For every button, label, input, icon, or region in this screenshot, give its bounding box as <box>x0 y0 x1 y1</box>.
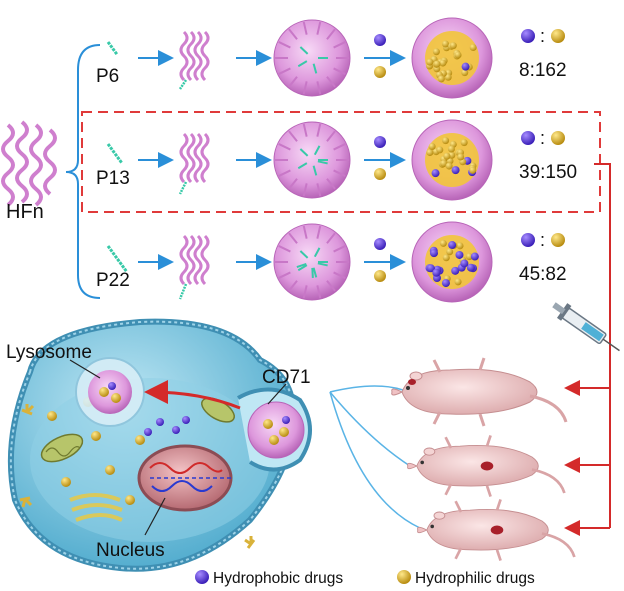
hydrophilic-drug-icon <box>374 66 386 78</box>
golgi-icon <box>69 493 123 522</box>
peptide-chain-icon <box>106 41 119 55</box>
ratio-hydrophobic-icon <box>521 131 535 145</box>
lysosome-label: Lysosome <box>6 342 92 363</box>
nucleus-icon <box>137 444 233 512</box>
drug-ratio-value: 8:162 <box>519 60 567 81</box>
cell-mouse-connectors <box>329 385 421 529</box>
peptide-chain-icon <box>106 245 128 273</box>
ratio-hydrophilic-icon <box>551 233 565 247</box>
hydrophobic-legend-label: Hydrophobic drugs <box>213 570 343 587</box>
row-3: P22: 45:82 <box>96 221 567 303</box>
receptor-icon <box>19 404 256 549</box>
hydrophobic-legend-swatch <box>195 570 209 584</box>
hfn-label: HFn <box>6 201 44 223</box>
legend: Hydrophobic drugs Hydrophilic drugs <box>195 570 535 587</box>
ratio-colon: : <box>540 230 545 250</box>
lysosome-icon <box>75 357 145 427</box>
fusion-subunit-icon <box>178 234 210 300</box>
hfn-protein-icon <box>1 120 57 207</box>
mouse-icon <box>417 498 576 562</box>
hydrophilic-legend-swatch <box>397 570 411 584</box>
mouse-icon <box>407 434 566 498</box>
fusion-subunit-icon <box>178 132 210 195</box>
hydrophilic-drug-icon <box>374 168 386 180</box>
fusion-subunit-icon <box>178 30 210 90</box>
branch-brace <box>65 44 101 299</box>
peptide-label: P6 <box>96 66 119 87</box>
cd71-label: CD71 <box>262 367 311 388</box>
ratio-hydrophilic-icon <box>551 131 565 145</box>
ratio-hydrophobic-icon <box>521 233 535 247</box>
cd71-bound-nanocage-icon <box>237 387 312 472</box>
internalization-arrow <box>144 380 241 410</box>
tumor-icon <box>480 461 494 471</box>
nanocage-icon <box>273 19 351 97</box>
drug-ratio-value: 39:150 <box>519 162 577 183</box>
loaded-nanocage-icon <box>411 221 493 303</box>
loaded-nanocage-icon <box>411 17 493 99</box>
peptide-chain-icon <box>106 143 123 164</box>
hydrophilic-drug-icon <box>374 270 386 282</box>
ratio-colon: : <box>540 128 545 148</box>
loaded-nanocage-icon <box>411 119 493 201</box>
injection-connector <box>564 163 611 536</box>
peptide-label: P22 <box>96 270 130 291</box>
hydrophobic-drug-icon <box>374 136 386 148</box>
mouse-icon <box>391 357 568 427</box>
row-1: P6: 8:162 <box>96 17 567 99</box>
mitochondrion-icon <box>40 433 84 463</box>
highlight-box <box>81 111 601 213</box>
hydrophobic-drug-icon <box>374 238 386 250</box>
ratio-hydrophilic-icon <box>551 29 565 43</box>
ratio-hydrophobic-icon <box>521 29 535 43</box>
ratio-colon: : <box>540 26 545 46</box>
cell-diagram <box>7 318 312 572</box>
peptide-label: P13 <box>96 168 130 189</box>
tumor-icon <box>408 379 416 385</box>
row-2: P13: 39:150 <box>96 119 577 201</box>
released-hydrophobic-drugs <box>144 416 190 436</box>
nanocage-icon <box>273 121 351 199</box>
hydrophilic-legend-label: Hydrophilic drugs <box>415 570 535 587</box>
tumor-icon <box>490 525 504 535</box>
drug-ratio-value: 45:82 <box>519 264 567 285</box>
syringe-icon <box>552 302 620 352</box>
nucleus-label: Nucleus <box>96 540 165 561</box>
hydrophobic-drug-icon <box>374 34 386 46</box>
nanocage-icon <box>273 223 351 301</box>
